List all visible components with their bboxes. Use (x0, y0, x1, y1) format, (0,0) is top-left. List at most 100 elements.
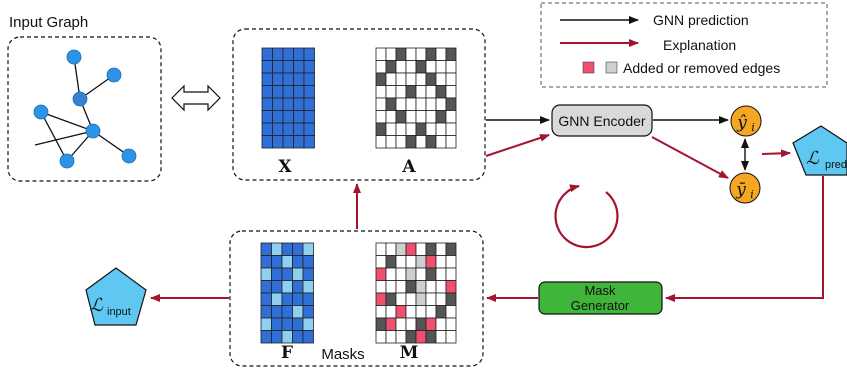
f-matrix-cell (260, 292, 272, 306)
a-matrix-cell (445, 47, 457, 61)
m-matrix-cell (435, 242, 447, 256)
a-matrix-cell (415, 72, 427, 86)
f-matrix-cell (281, 330, 293, 344)
a-matrix-cell (425, 122, 437, 136)
m-matrix-cell (435, 317, 447, 331)
x-matrix-cell (282, 85, 294, 99)
m-matrix-cell (375, 280, 387, 294)
y-hat-symbol: ŷ (736, 113, 747, 133)
a-matrix-cell (395, 72, 407, 86)
x-matrix-cell (272, 60, 284, 74)
f-matrix-cell (292, 242, 304, 256)
a-matrix-cell (405, 122, 417, 136)
graph-nodes (33, 49, 137, 169)
x-matrix-cell (261, 47, 273, 61)
m-matrix-cell (385, 255, 397, 269)
a-matrix-cell (425, 97, 437, 111)
m-matrix-cell (435, 292, 447, 306)
f-matrix-cell (292, 292, 304, 306)
m-matrix-cell (385, 305, 397, 319)
f-matrix-cell (271, 267, 283, 281)
x-matrix-cell (282, 97, 294, 111)
a-matrix-cell (395, 60, 407, 74)
f-matrix-cell (281, 292, 293, 306)
y-bar-symbol: ȳ (735, 180, 746, 200)
loss-input-symbol: ℒ (90, 295, 104, 316)
x-matrix-cell (293, 85, 305, 99)
a-matrix-cell (395, 47, 407, 61)
f-matrix-cell (281, 267, 293, 281)
a-matrix-cell (385, 97, 397, 111)
a-matrix-cell (415, 135, 427, 149)
x-matrix-cell (282, 110, 294, 124)
a-matrix-cell (415, 97, 427, 111)
m-matrix-cell (385, 242, 397, 256)
graph-node (66, 49, 82, 65)
x-matrix-cell (261, 85, 273, 99)
f-matrix-cell (302, 330, 314, 344)
loss-pred-subscript: pred (825, 159, 847, 171)
f-matrix-cell (302, 305, 314, 319)
a-matrix-cell (405, 47, 417, 61)
x-matrix-cell (272, 110, 284, 124)
a-matrix-cell (395, 135, 407, 149)
x-matrix-cell (272, 97, 284, 111)
m-matrix-cell (445, 255, 457, 269)
m-matrix-cell (425, 330, 437, 344)
f-matrix-cell (281, 255, 293, 269)
a-matrix-cell (445, 110, 457, 124)
x-matrix-cell (261, 72, 273, 86)
m-matrix-cell (445, 330, 457, 344)
m-matrix-cell (385, 292, 397, 306)
a-matrix-cell (385, 60, 397, 74)
graph-node (121, 148, 137, 164)
double-arrow-icon (171, 84, 221, 112)
m-matrix-cell (405, 292, 417, 306)
graph-node (106, 67, 122, 83)
f-matrix-cell (260, 255, 272, 269)
arrow-loss-pred-to-generator (665, 176, 824, 302)
x-matrix-cell (261, 122, 273, 136)
a-matrix-cell (375, 97, 387, 111)
a-matrix-cell (425, 47, 437, 61)
m-matrix-cell (435, 280, 447, 294)
m-matrix-cell (415, 242, 427, 256)
f-matrix-cell (292, 330, 304, 344)
a-label: A (401, 157, 416, 177)
m-matrix-cell (405, 242, 417, 256)
x-matrix-cell (303, 60, 315, 74)
m-matrix-cell (375, 267, 387, 281)
m-matrix-cell (385, 280, 397, 294)
m-matrix-cell (405, 255, 417, 269)
a-matrix-cell (375, 135, 387, 149)
a-matrix-cell (385, 110, 397, 124)
m-matrix-cell (415, 255, 427, 269)
x-matrix (261, 47, 315, 149)
input-graph-panel: Input Graph (7, 14, 162, 182)
mask-generator-label-1: Mask (584, 283, 616, 298)
m-matrix-cell (415, 330, 427, 344)
iteration-loop-icon (554, 184, 619, 249)
a-matrix-cell (445, 122, 457, 136)
a-matrix-cell (375, 47, 387, 61)
a-matrix-cell (385, 47, 397, 61)
f-matrix-cell (302, 267, 314, 281)
a-matrix-cell (435, 72, 447, 86)
loss-pred-pentagon (792, 125, 847, 176)
y-bar-node (729, 172, 761, 204)
m-matrix-cell (375, 255, 387, 269)
a-matrix-cell (425, 72, 437, 86)
m-matrix-cell (445, 242, 457, 256)
a-matrix-cell (435, 135, 447, 149)
a-matrix-cell (385, 135, 397, 149)
f-matrix-cell (271, 255, 283, 269)
a-matrix-cell (405, 85, 417, 99)
a-matrix-cell (385, 85, 397, 99)
x-matrix-cell (282, 72, 294, 86)
a-matrix-cell (405, 110, 417, 124)
m-matrix-cell (445, 280, 457, 294)
m-matrix-cell (425, 292, 437, 306)
x-matrix-cell (293, 122, 305, 136)
x-matrix-cell (293, 60, 305, 74)
f-matrix-cell (302, 292, 314, 306)
